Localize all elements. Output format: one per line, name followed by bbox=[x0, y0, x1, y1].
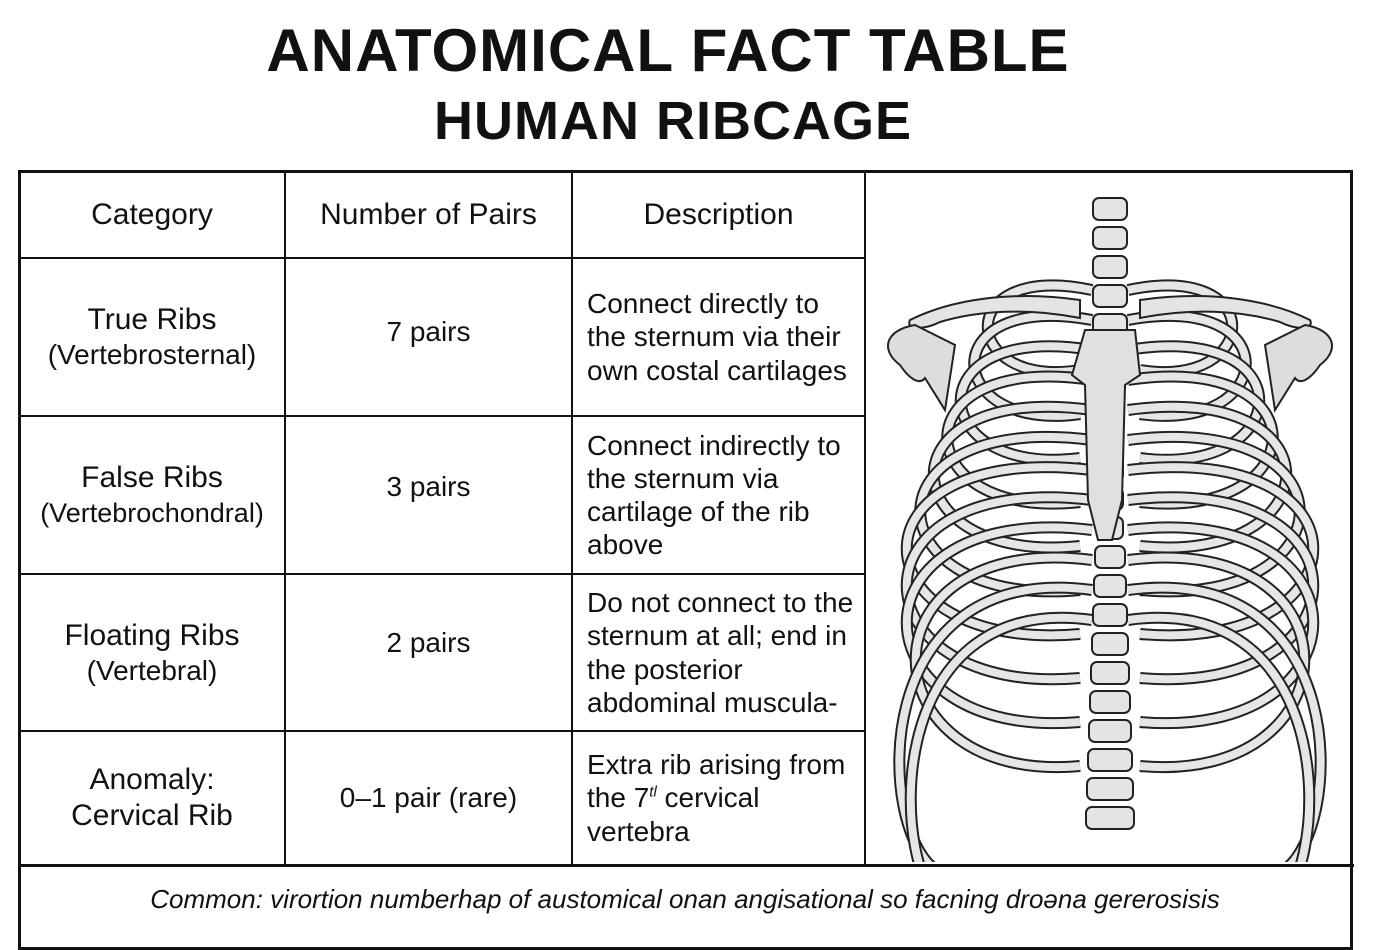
category-sub: (Vertebrosternal) bbox=[47, 339, 257, 371]
description-superscript: tl bbox=[649, 784, 657, 802]
vertebra-icon bbox=[1092, 255, 1128, 279]
vertebra-icon bbox=[1089, 690, 1131, 714]
vertebra-icon bbox=[1086, 777, 1134, 801]
row-divider bbox=[18, 730, 866, 732]
pairs-value: 3 pairs bbox=[386, 471, 471, 503]
header-pairs: Number of Pairs bbox=[320, 197, 537, 231]
page-title: ANATOMICAL FACT TABLE bbox=[266, 17, 1070, 84]
category-sub: Cervical Rib bbox=[71, 799, 233, 832]
vertebra-icon bbox=[1091, 632, 1129, 656]
description-text: Do not connect to the sternum at all; en… bbox=[587, 587, 854, 718]
description-text: Connect indirectly to the sternum via ca… bbox=[587, 429, 841, 561]
description-part: cervical vertebra bbox=[587, 782, 760, 847]
pairs-value: 0–1 pair (rare) bbox=[339, 782, 518, 814]
category-name: Floating Ribs bbox=[64, 618, 240, 652]
sternum-icon bbox=[1070, 329, 1142, 541]
rib-outline-icon bbox=[1127, 281, 1237, 376]
rib-outline-icon bbox=[904, 611, 1093, 862]
left-scapula-icon bbox=[887, 323, 957, 413]
column-divider bbox=[284, 170, 286, 866]
vertebra-icon bbox=[1094, 545, 1126, 569]
footer-note: Common: virortion numberhap of austomica… bbox=[150, 884, 1220, 914]
vertebra-icon bbox=[1092, 197, 1128, 221]
rib-outline-icon bbox=[1127, 611, 1316, 862]
vertebra-icon bbox=[1093, 574, 1127, 598]
ribcage-illustration bbox=[887, 197, 1333, 862]
rib-outline-icon bbox=[902, 523, 1093, 728]
category-sub: (Vertebrochondral) bbox=[40, 498, 264, 529]
header-category: Category bbox=[91, 197, 213, 231]
row-divider bbox=[18, 415, 866, 417]
rib-outline-icon bbox=[1127, 553, 1309, 772]
rib-outline-icon bbox=[911, 553, 1093, 772]
description-part: Extra rib arising from the 7 bbox=[587, 749, 846, 814]
vertebra-icon bbox=[1092, 284, 1128, 308]
rib-outline-icon bbox=[983, 281, 1093, 376]
vertebra-icon bbox=[1090, 661, 1130, 685]
vertebra-icon bbox=[1085, 806, 1135, 830]
description-text: Extra rib arising from the 7tl cervical … bbox=[573, 732, 864, 864]
pairs-value: 2 pairs bbox=[386, 626, 471, 658]
vertebra-icon bbox=[1087, 748, 1133, 772]
pairs-value: 7 pairs bbox=[386, 316, 471, 348]
row-divider bbox=[18, 573, 866, 575]
vertebra-icon bbox=[1088, 719, 1132, 743]
vertebra-icon bbox=[1092, 603, 1128, 627]
table-row-category: False Ribs(Vertebrochondral) bbox=[20, 417, 284, 573]
header-description: Description bbox=[643, 197, 794, 231]
category-sub: (Vertebral) bbox=[86, 654, 218, 686]
table-row-category: True Ribs(Vertebrosternal) bbox=[20, 259, 284, 415]
category-name: True Ribs bbox=[87, 303, 217, 337]
table-row-category: Anomaly:Cervical Rib bbox=[20, 732, 284, 864]
category-name: False Ribs bbox=[81, 461, 223, 495]
rib-outline-icon bbox=[1127, 523, 1318, 728]
row-divider bbox=[18, 257, 866, 259]
description-text: Connect directly to the sternum via thei… bbox=[587, 288, 847, 386]
rib-outline-icon bbox=[906, 613, 1093, 862]
category-name: Anomaly: bbox=[89, 763, 215, 796]
right-scapula-icon bbox=[1263, 323, 1333, 413]
table-row-category: Floating Ribs(Vertebral) bbox=[20, 575, 284, 730]
vertebra-icon bbox=[1092, 226, 1128, 250]
rib-outline-icon bbox=[1127, 613, 1314, 862]
row-divider bbox=[18, 864, 1354, 867]
column-divider bbox=[571, 170, 573, 866]
column-divider bbox=[864, 170, 866, 866]
rib-outline-icon bbox=[1127, 493, 1318, 684]
rib-outline-icon bbox=[902, 493, 1093, 684]
page-subtitle: HUMAN RIBCAGE bbox=[434, 91, 912, 151]
